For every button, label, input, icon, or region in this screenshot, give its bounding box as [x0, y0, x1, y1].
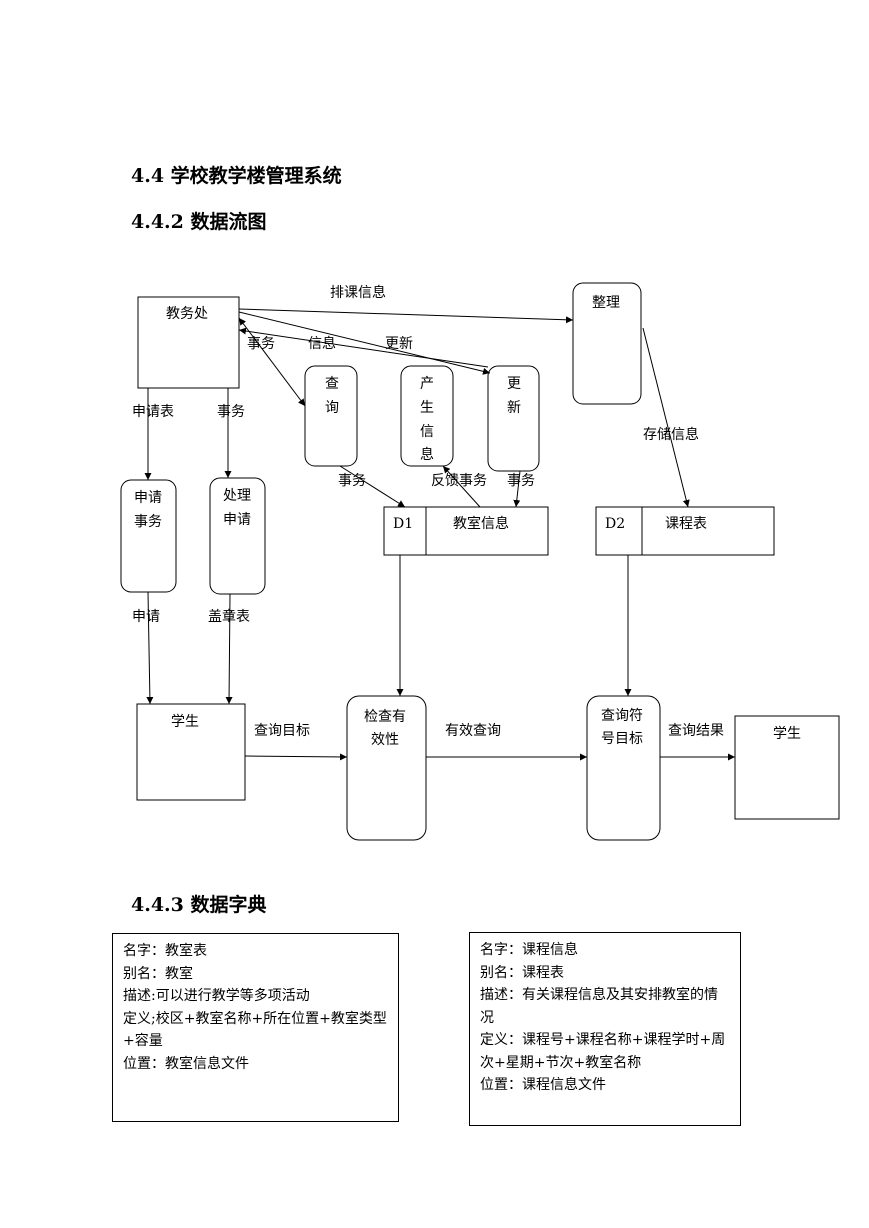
flow-paike-xinxi — [238, 308, 574, 324]
process-chaxun — [304, 365, 358, 467]
data-flow-diagram: 教务处 整理 查 询 产 生 信 息 更 新 申请 事务 处理 申请 D1 教室… — [120, 282, 840, 841]
label-chansheng-3: 信 — [420, 424, 434, 440]
dict-right-location: 位置：课程信息文件 — [480, 1077, 606, 1093]
flow-label-xinxi: 信息 — [308, 335, 336, 352]
process-jiancha-youxiaoxing — [346, 695, 427, 841]
label-student-1: 学生 — [171, 714, 199, 730]
flow-label-chaxun-mubiao: 查询目标 — [254, 723, 310, 739]
flow-cunchu-xinxi — [642, 327, 690, 508]
flow-label-shenqing: 申请 — [132, 609, 160, 625]
label-chuli-shenqing-2: 申请 — [223, 512, 251, 528]
label-jiancha-2: 效性 — [371, 732, 399, 748]
label-d1-name: 教室信息 — [453, 515, 509, 532]
dict-left-description: 描述:可以进行教学等多项活动 — [123, 988, 310, 1004]
flow-label-shiwu-3: 事务 — [338, 473, 366, 489]
process-chaxun-fuhao-mubiao — [586, 695, 661, 841]
flow-gengxin-d1 — [513, 470, 521, 508]
label-d2-id: D2 — [605, 516, 625, 532]
dict-right-name: 名字：课程信息 — [480, 942, 578, 958]
flow-shiwu-chaxun — [238, 317, 306, 407]
flow-label-cunchu: 存储信息 — [643, 426, 699, 443]
flow-label-shiwu-2: 事务 — [217, 404, 245, 420]
dictionary-entry-course: 名字：课程信息 别名：课程表 描述：有关课程信息及其安排教室的情况 定义：课程号… — [469, 932, 741, 1126]
section-title-4-4-3: 4.4.3 数据字典 — [131, 894, 267, 916]
flow-label-gengxin: 更新 — [385, 336, 413, 352]
label-chaxun-fuhao-2: 号目标 — [601, 731, 643, 747]
label-chaxun-1: 查 — [325, 376, 339, 392]
label-shenqing-shiwu-2: 事务 — [134, 514, 162, 530]
flow-shenqing — [146, 591, 154, 705]
flow-gengxin — [238, 311, 491, 375]
flow-label-youxiao-chaxun: 有效查询 — [445, 723, 501, 739]
dict-right-definition: 定义：课程号+课程名称+课程学时+周次+星期+节次+教室名称 — [480, 1032, 726, 1071]
flow-label-gaizhang: 盖章表 — [208, 608, 250, 625]
flow-label-fankui: 反馈事务 — [431, 473, 487, 489]
flow-label-paike: 排课信息 — [330, 284, 386, 301]
dict-left-name: 名字：教室表 — [123, 943, 207, 959]
process-chansheng-xinxi — [400, 365, 454, 467]
label-d1-id: D1 — [393, 516, 413, 532]
label-chaxun-2: 询 — [325, 400, 339, 416]
section-title-4-4: 4.4 学校教学楼管理系统 — [131, 165, 342, 187]
section-title-4-4-2: 4.4.2 数据流图 — [131, 211, 267, 233]
flow-label-shenqingbiao: 申请表 — [132, 404, 174, 420]
process-zhengli — [572, 282, 642, 405]
process-chuli-shenqing — [209, 477, 266, 595]
label-gengxin-2: 新 — [507, 400, 521, 416]
entity-student-1 — [136, 703, 246, 801]
label-chansheng-4: 息 — [420, 446, 434, 463]
entity-student-2 — [734, 715, 840, 820]
flow-fankui-shiwu — [442, 465, 481, 508]
label-shenqing-shiwu-1: 申请 — [134, 490, 162, 506]
process-gengxin — [487, 365, 540, 472]
flow-shiwu-d1 — [339, 465, 406, 508]
label-d2-name: 课程表 — [665, 516, 707, 532]
dict-right-alias: 别名：课程表 — [480, 964, 564, 981]
label-jiancha-1: 检查有 — [364, 709, 406, 725]
label-chaxun-fuhao-1: 查询符 — [601, 708, 643, 724]
dict-left-alias: 别名：教室 — [123, 965, 193, 982]
label-chuli-shenqing-1: 处理 — [223, 488, 251, 504]
dict-left-definition: 定义;校区+教室名称+所在位置+教室类型+容量 — [123, 1010, 387, 1050]
dict-right-description: 描述：有关课程信息及其安排教室的情况 — [480, 987, 718, 1026]
label-jiaowuchu: 教务处 — [166, 306, 208, 322]
label-chansheng-1: 产 — [420, 376, 434, 392]
label-student-2: 学生 — [773, 726, 801, 742]
datastore-d2 — [595, 506, 775, 556]
flow-chaxun-mubiao — [244, 753, 348, 761]
dict-left-location: 位置：教室信息文件 — [123, 1055, 249, 1072]
flow-gaizhang-biao — [225, 593, 233, 705]
label-gengxin-1: 更 — [507, 376, 521, 392]
dictionary-entry-classroom: 名字：教室表 别名：教室 描述:可以进行教学等多项活动 定义;校区+教室名称+所… — [112, 933, 399, 1122]
label-chansheng-2: 生 — [420, 400, 434, 416]
datastore-d1 — [383, 506, 549, 556]
label-zhengli: 整理 — [592, 295, 620, 311]
flow-label-chaxun-jieguo: 查询结果 — [668, 723, 724, 739]
flow-xinxi-return — [238, 327, 489, 368]
flow-label-shiwu-4: 事务 — [507, 473, 535, 489]
flow-label-shiwu-1: 事务 — [247, 336, 275, 352]
